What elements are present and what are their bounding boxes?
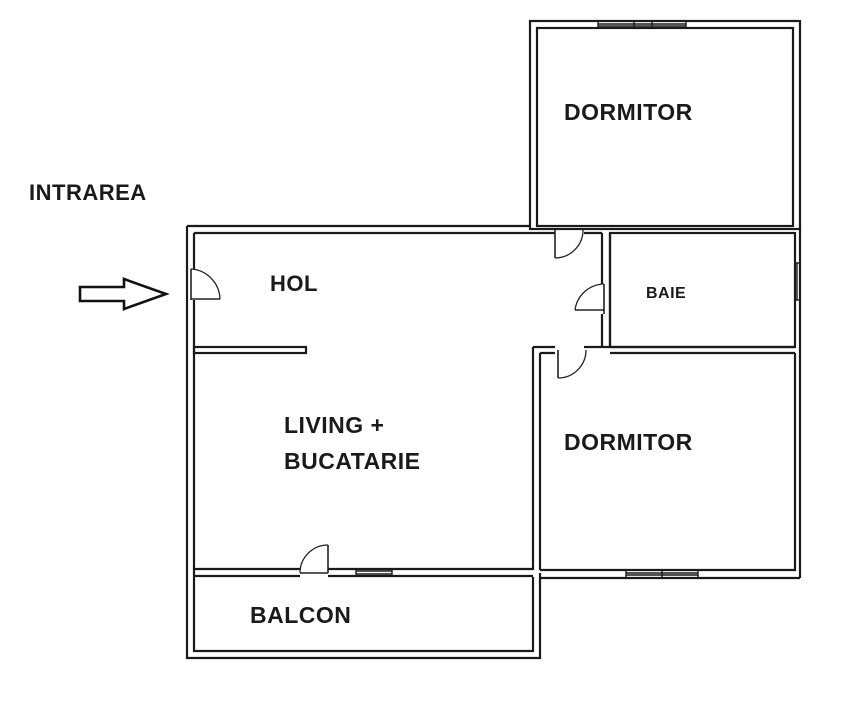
room-label-dormitor-bottom: DORMITOR bbox=[564, 429, 693, 455]
door-dormitor-bottom bbox=[557, 349, 587, 379]
wall-main-inner bbox=[192, 231, 555, 653]
room-label-hol: HOL bbox=[270, 271, 318, 296]
wall-balcon-divider bbox=[194, 567, 533, 578]
wall-dormitor-bottom-top bbox=[533, 345, 795, 355]
wall-dormitor-top-inner bbox=[535, 26, 795, 228]
room-label-baie: BAIE bbox=[646, 285, 686, 302]
entry-arrow-icon bbox=[78, 277, 170, 311]
door-dormitor-top bbox=[554, 229, 584, 259]
window-dormitor-bottom bbox=[625, 570, 699, 578]
wall-living-right bbox=[531, 347, 542, 570]
room-label-dormitor-top: DORMITOR bbox=[564, 99, 693, 125]
entry-label: INTRAREA bbox=[29, 180, 147, 205]
door-entry bbox=[190, 268, 221, 300]
wall-main-outer bbox=[185, 224, 542, 660]
door-balcon bbox=[299, 544, 329, 574]
windows bbox=[355, 21, 800, 578]
window-baie bbox=[795, 262, 800, 301]
room-label-living-line1: LIVING + bbox=[284, 412, 385, 438]
walls bbox=[185, 19, 802, 660]
door-baie bbox=[574, 283, 605, 314]
room-label-balcon: BALCON bbox=[250, 602, 351, 628]
window-living-balcon bbox=[355, 569, 393, 576]
wall-baie-inner bbox=[608, 231, 797, 349]
wall-dormitor-top-outer bbox=[528, 19, 802, 231]
wall-hol-stub bbox=[192, 345, 308, 355]
window-dormitor-top bbox=[597, 21, 687, 28]
doors bbox=[190, 229, 605, 574]
room-label-living-line2: BUCATARIE bbox=[284, 448, 421, 474]
wall-dormitor-bottom-inner bbox=[540, 353, 797, 572]
